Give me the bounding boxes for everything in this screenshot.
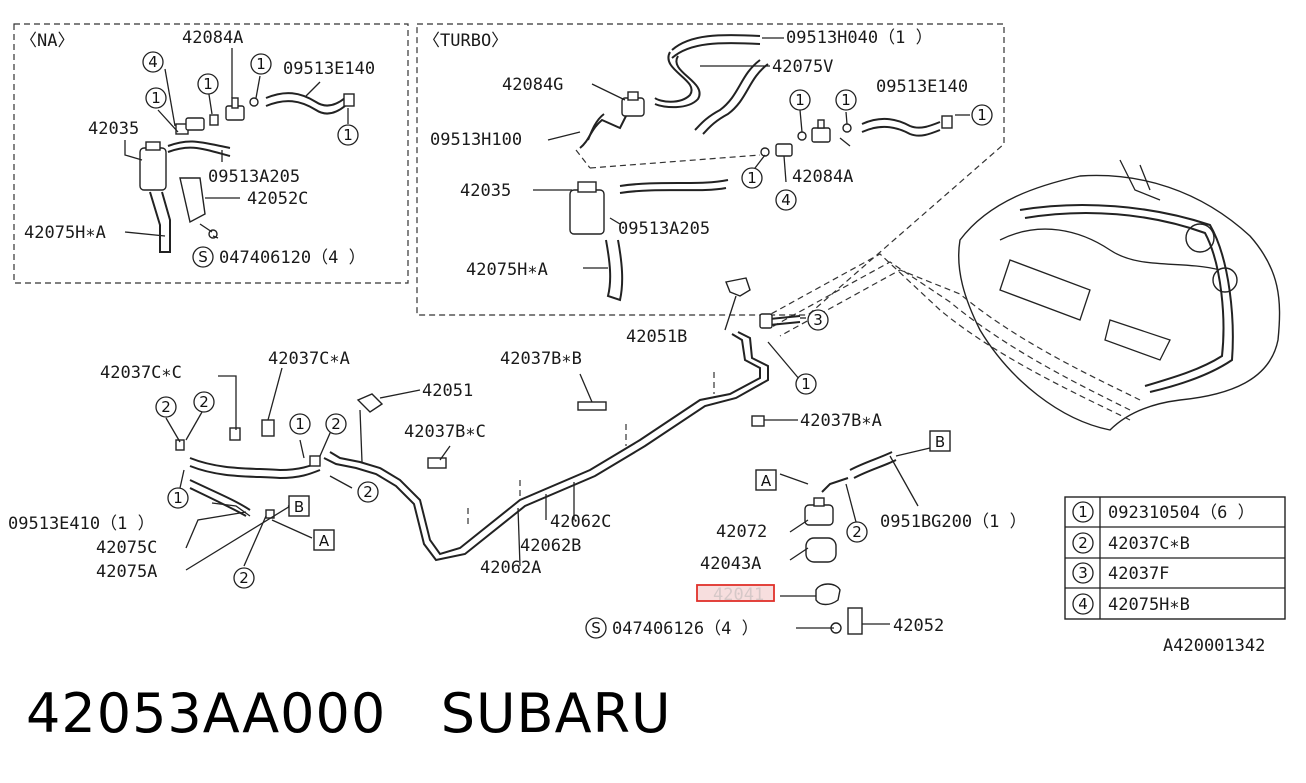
svg-text:1: 1	[795, 91, 805, 109]
svg-text:092310504（6 ）: 092310504（6 ）	[1108, 503, 1255, 523]
na-callout-09513A205: 09513A205	[208, 167, 300, 187]
turbo-callout-42084A: 42084A	[792, 167, 853, 187]
svg-text:2: 2	[1078, 534, 1088, 552]
svg-text:B: B	[935, 433, 945, 451]
callout-42062B: 42062B	[520, 536, 581, 556]
svg-text:1: 1	[295, 415, 305, 433]
na-callout-42075HA: 42075H∗A	[24, 223, 106, 243]
turbo-callout-09513A205: 09513A205	[618, 219, 710, 239]
turbo-leader-lines	[533, 37, 970, 269]
callout-42037BC: 42037B∗C	[404, 422, 486, 442]
callout-42062A: 42062A	[480, 558, 541, 578]
turbo-callout-42084G: 42084G	[502, 75, 563, 95]
diagram-code: A420001342	[1163, 636, 1265, 656]
callout-09513E410: 09513E410（1 ）	[8, 514, 155, 534]
callout-42062C: 42062C	[550, 512, 611, 532]
na-callout-42035: 42035	[88, 119, 139, 139]
svg-text:4: 4	[781, 191, 791, 209]
callout-42072: 42072	[716, 522, 767, 542]
svg-text:42075H∗B: 42075H∗B	[1108, 595, 1190, 615]
turbo-parts	[569, 34, 953, 302]
svg-text:3: 3	[813, 311, 823, 329]
footer-title: 42053AA000 SUBARU	[26, 682, 672, 745]
svg-text:2: 2	[331, 415, 341, 433]
svg-text:42037F: 42037F	[1108, 564, 1169, 584]
callout-42075C: 42075C	[96, 538, 157, 558]
svg-text:2: 2	[239, 569, 249, 587]
na-panel-title: 〈NA〉	[20, 31, 74, 51]
legend-row-3: 3 42037F	[1072, 562, 1169, 584]
main-circled-s-label: S	[591, 619, 601, 637]
turbo-panel-title: 〈TURBO〉	[423, 31, 508, 51]
turbo-callout-09513H040: 09513H040（1 ）	[786, 28, 933, 48]
svg-text:1: 1	[801, 375, 811, 393]
svg-text:4: 4	[1078, 595, 1088, 613]
svg-text:4: 4	[148, 53, 158, 71]
legend-row-2: 2 42037C∗B	[1072, 532, 1190, 554]
na-callout-09513E140: 09513E140	[283, 59, 375, 79]
svg-text:1: 1	[343, 126, 353, 144]
fuel-tank-drawing	[759, 159, 1281, 431]
svg-text:A: A	[319, 532, 330, 550]
turbo-callout-42035: 42035	[460, 181, 511, 201]
svg-text:B: B	[294, 498, 304, 516]
callout-42037CC: 42037C∗C	[100, 363, 182, 383]
svg-text:1: 1	[841, 91, 851, 109]
na-parts	[139, 92, 355, 253]
legend-table	[1064, 496, 1286, 620]
callout-0951BG200: 0951BG200（1 ）	[880, 512, 1027, 532]
svg-text:42037C∗B: 42037C∗B	[1108, 534, 1190, 554]
main-pipes	[189, 315, 801, 562]
svg-text:1: 1	[977, 106, 987, 124]
na-callout-42052C: 42052C	[247, 189, 308, 209]
footer-part-number: 42053AA000	[26, 682, 387, 745]
turbo-callout-42075V: 42075V	[772, 57, 833, 77]
na-circled-s-label: S	[198, 248, 208, 266]
turbo-circled-numbers: 1 1 1 1 4	[741, 89, 993, 211]
callout-42037CA: 42037C∗A	[268, 349, 350, 369]
callout-42051B: 42051B	[626, 327, 687, 347]
callout-42041[interactable]: 42041	[713, 585, 764, 605]
svg-text:1: 1	[173, 489, 183, 507]
na-callout-047406120: 047406120（4 ）	[219, 248, 366, 268]
svg-text:1: 1	[151, 89, 161, 107]
callout-047406126: 047406126（4 ）	[612, 619, 759, 639]
svg-text:1: 1	[203, 75, 213, 93]
svg-text:A: A	[761, 472, 772, 490]
svg-text:1: 1	[747, 169, 757, 187]
turbo-callout-09513H100: 09513H100	[430, 130, 522, 150]
main-circled-numbers: 3 1 2 2 1 2 2 1 2 2	[155, 309, 868, 589]
svg-text:2: 2	[363, 483, 373, 501]
turbo-callout-42075HA: 42075H∗A	[466, 260, 548, 280]
ref-letter-boxes: B A A B	[288, 430, 951, 551]
main-leader-lines	[165, 295, 931, 629]
main-circled-s	[585, 617, 607, 639]
na-circled-s	[192, 246, 214, 268]
turbo-callout-09513E140: 09513E140	[876, 77, 968, 97]
legend-row-4: 4 42075H∗B	[1072, 593, 1190, 615]
svg-text:2: 2	[852, 523, 862, 541]
legend-row-1: 1 092310504（6 ）	[1072, 501, 1255, 523]
callout-42052: 42052	[893, 616, 944, 636]
callout-42043A: 42043A	[700, 554, 761, 574]
svg-text:3: 3	[1078, 564, 1088, 582]
highlight-box-42041	[696, 584, 775, 602]
na-callout-42084A: 42084A	[182, 28, 243, 48]
callout-42037BA: 42037B∗A	[800, 411, 882, 431]
svg-text:2: 2	[199, 393, 209, 411]
footer-brand: SUBARU	[440, 682, 672, 745]
callout-42075A: 42075A	[96, 562, 157, 582]
callout-42037BB: 42037B∗B	[500, 349, 582, 369]
callout-42051: 42051	[422, 381, 473, 401]
na-panel-frame	[13, 23, 409, 284]
svg-text:1: 1	[1078, 503, 1088, 521]
na-circled-numbers: 4 1 1 1 1	[142, 51, 359, 146]
na-leader-lines	[124, 48, 349, 239]
svg-text:1: 1	[256, 55, 266, 73]
svg-text:2: 2	[161, 398, 171, 416]
